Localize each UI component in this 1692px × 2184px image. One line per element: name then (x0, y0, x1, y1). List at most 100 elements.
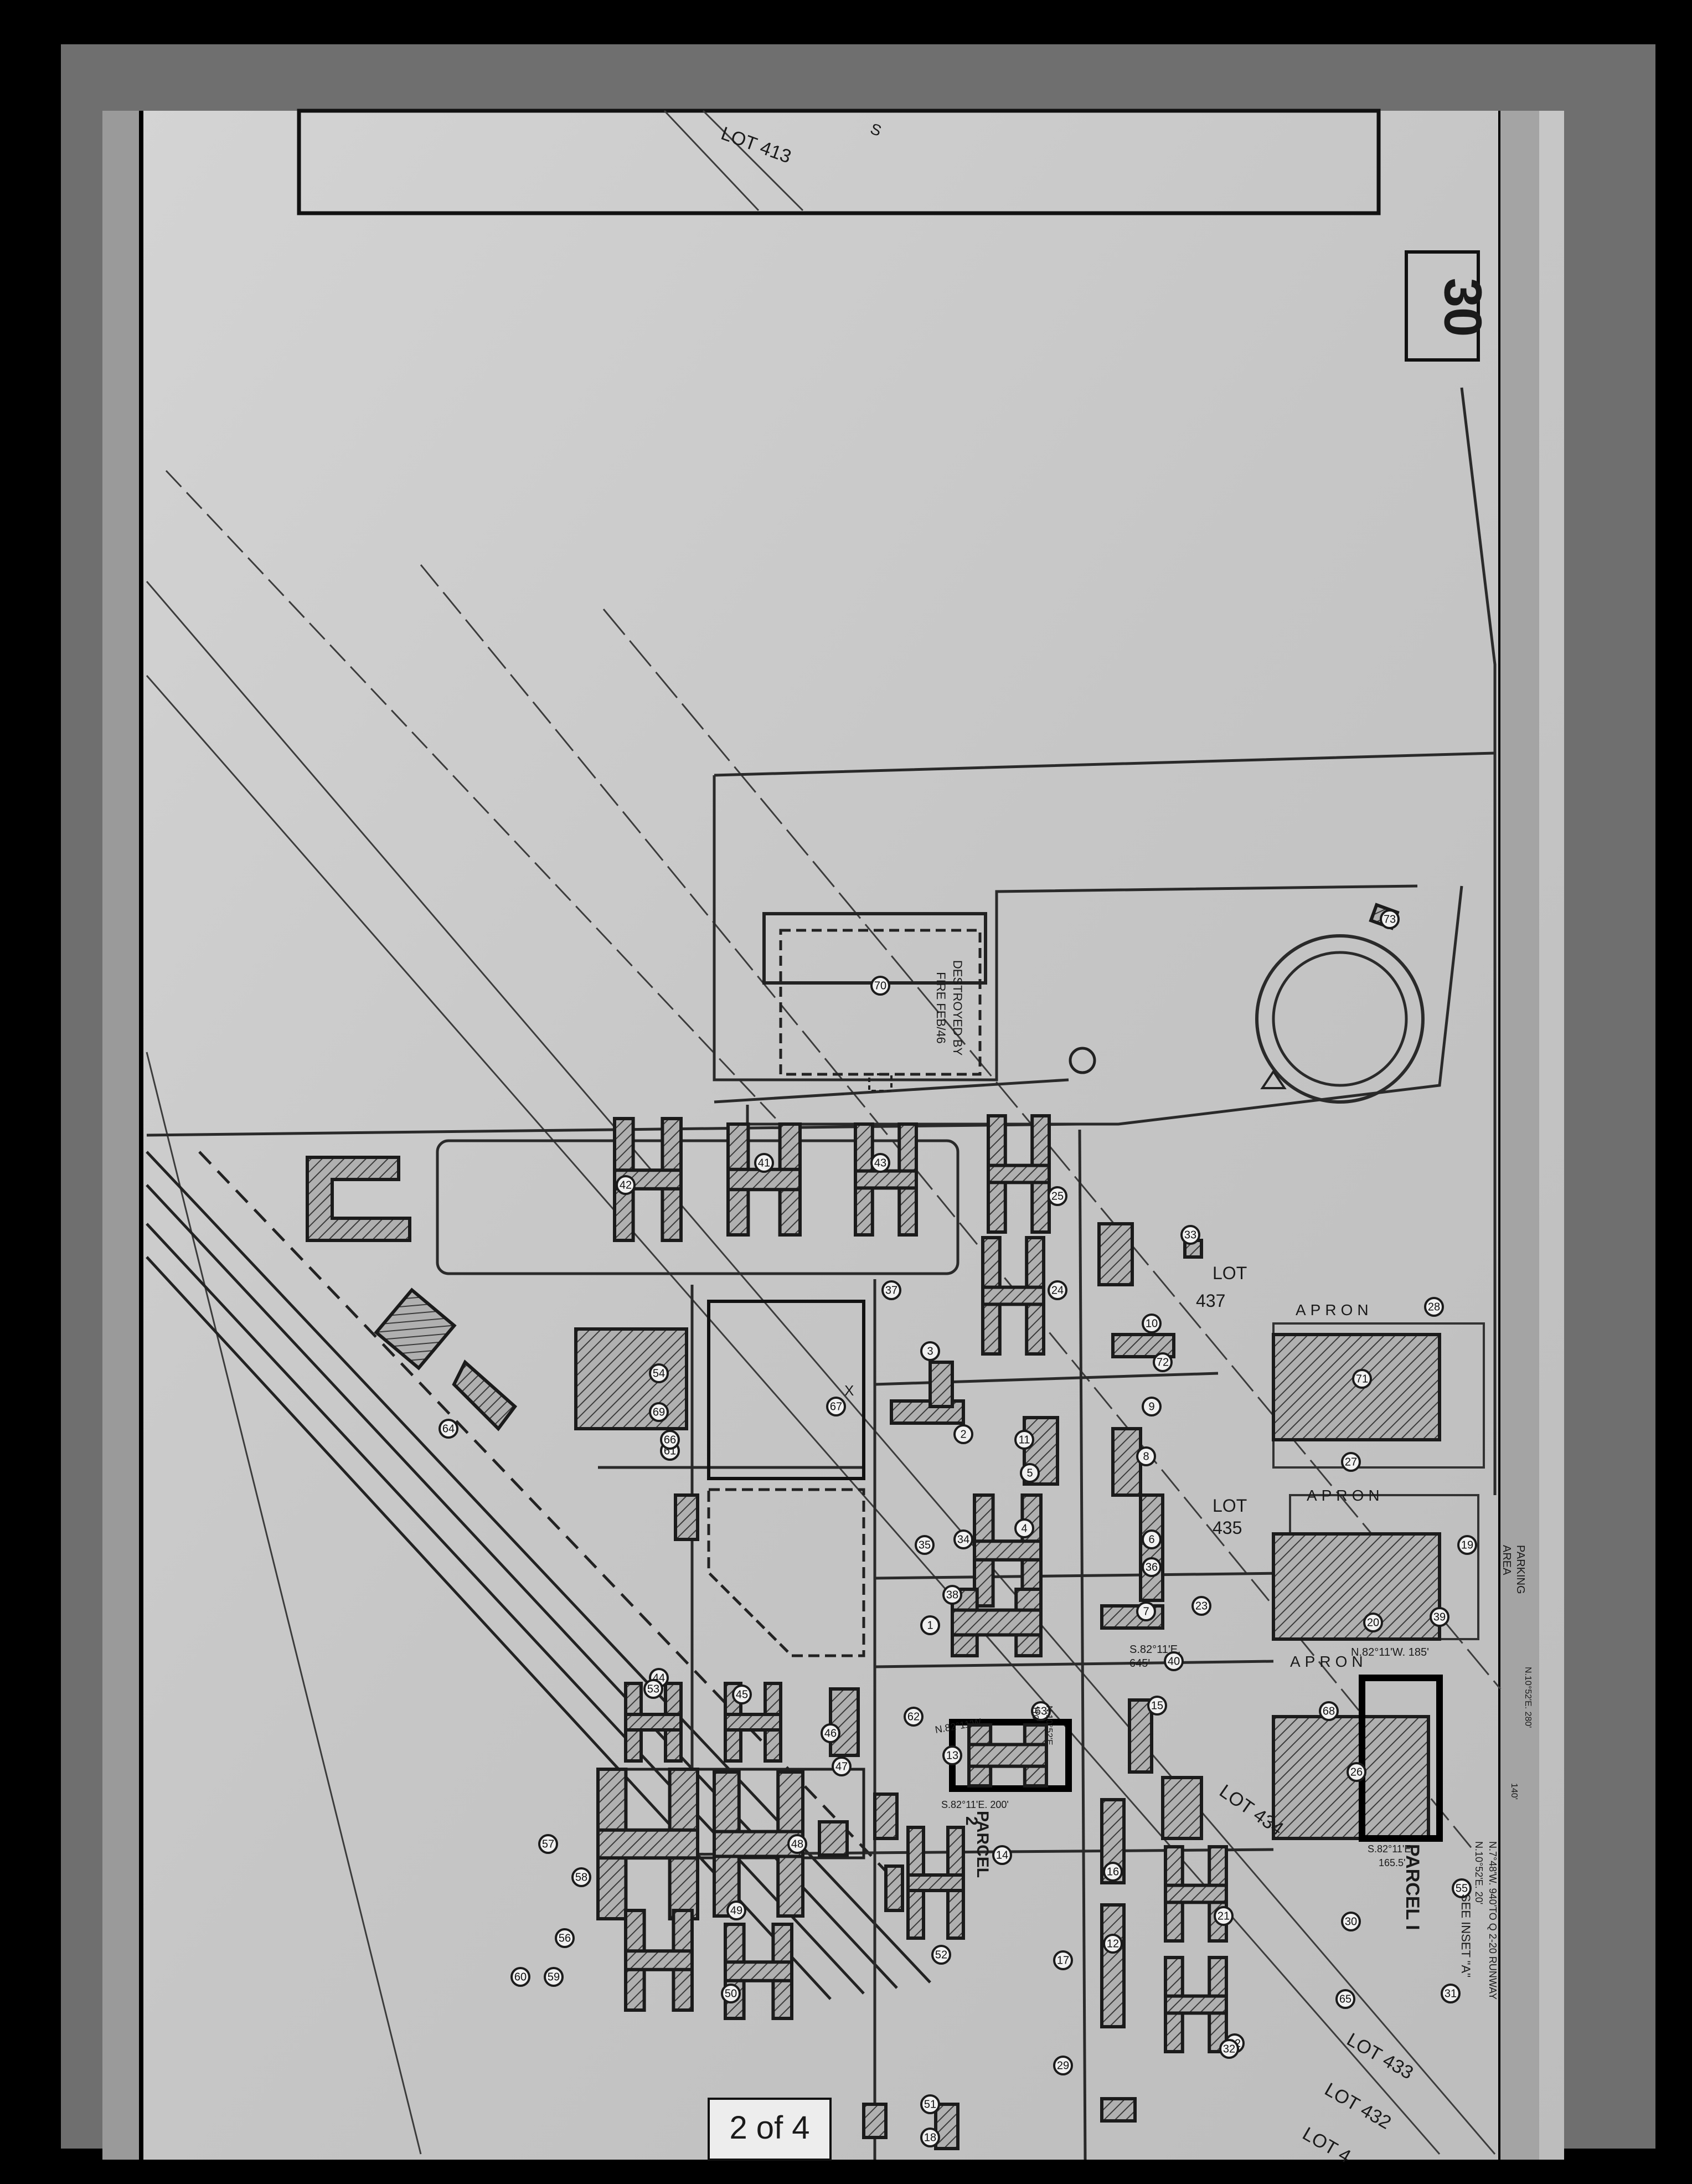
parcel-1-outline (1359, 1675, 1443, 1842)
turning-circle (1255, 934, 1425, 1104)
building-55 (306, 1156, 411, 1242)
barracks-building (951, 1588, 1043, 1657)
small-building (1100, 1903, 1126, 2028)
hangar-building-mid (1272, 1532, 1441, 1641)
page-marker: 2 of 4 (729, 2110, 809, 2146)
building-number-marker: 16 (1103, 1862, 1123, 1882)
building-number-marker: 13 (942, 1745, 962, 1765)
building-number-label: 47 (835, 1760, 848, 1773)
building-number-label: 8 (1143, 1450, 1149, 1462)
building-number-marker: 15 (1147, 1696, 1167, 1716)
building-number-marker: 8 (1136, 1446, 1156, 1466)
apron-label-low: APRON (1290, 1653, 1368, 1670)
building-number-label: 24 (1051, 1284, 1064, 1296)
building-number-label: 5 (1026, 1467, 1033, 1479)
building-number-marker: 47 (832, 1757, 852, 1776)
building-number-label: 49 (730, 1904, 742, 1917)
building-number-label: 11 (1019, 1434, 1030, 1446)
building-number-label: 45 (736, 1688, 748, 1701)
building-number-marker: 38 (942, 1585, 962, 1605)
building-number-marker: 30 (1341, 1912, 1361, 1931)
building-number-marker: 12 (1103, 1934, 1123, 1954)
building-number-label: 4 (1021, 1522, 1027, 1534)
building-number-marker: 19 (1457, 1535, 1477, 1555)
building-number-marker: 56 (555, 1928, 575, 1948)
building-number-marker: 62 (904, 1707, 924, 1727)
building-number-marker: 69 (649, 1402, 669, 1422)
lot-437-label-a: LOT (1213, 1263, 1247, 1283)
building-number-marker: 58 (571, 1867, 591, 1887)
building-number-label: 34 (957, 1533, 969, 1546)
bearing-6: S.82°11'E. (1368, 1843, 1414, 1855)
bearing-3: N.82°11'W. 185' (1351, 1646, 1429, 1658)
building-number-label: 55 (1456, 1882, 1468, 1894)
building-number-label: 59 (548, 1971, 560, 1983)
small-building (1161, 1776, 1203, 1840)
building-number-label: 72 (1157, 1356, 1169, 1368)
building-number-label: 58 (575, 1871, 587, 1883)
small-building (1097, 1222, 1134, 1286)
building-number-label: 42 (620, 1179, 632, 1191)
building-number-marker: 68 (1319, 1701, 1339, 1721)
barracks-building (713, 1770, 804, 1918)
building-number-label: 54 (653, 1367, 665, 1379)
field-block-south (707, 1488, 865, 1657)
small-building (829, 1687, 860, 1757)
building-number-marker: 31 (1441, 1984, 1461, 2003)
small-building (873, 1792, 899, 1840)
building-number-marker: 43 (870, 1153, 890, 1173)
building-number-marker: 25 (1048, 1186, 1067, 1206)
small-building (934, 2103, 960, 2150)
building-number-label: 2 (960, 1428, 966, 1440)
building-number-marker: 65 (1335, 1989, 1355, 2009)
building-number-marker: 54 (649, 1363, 669, 1383)
building-number-marker: 18 (920, 2128, 940, 2147)
building-number-label: 20 (1367, 1616, 1379, 1629)
building-number-label: 14 (996, 1849, 1008, 1861)
building-number-marker: 9 (1142, 1397, 1162, 1416)
building-number-label: 3 (927, 1345, 933, 1357)
building-number-label: 70 (874, 980, 886, 992)
building-number-marker: 59 (544, 1967, 564, 1987)
see-inset-note: SEE INSET "A" (1459, 1894, 1473, 1977)
bearing-9: N.10°52'E. 20' (1473, 1841, 1484, 1904)
building-number-marker: 70 (870, 976, 890, 996)
building-number-label: 25 (1051, 1190, 1064, 1202)
building-number-marker: 57 (538, 1834, 558, 1854)
building-number-label: 35 (919, 1539, 931, 1551)
building-number-label: 29 (1057, 2059, 1069, 2072)
building-number-label: 31 (1445, 1987, 1457, 2000)
building-number-label: 52 (935, 1949, 947, 1961)
building-number-label: 19 (1461, 1539, 1473, 1551)
building-number-label: 64 (442, 1423, 455, 1435)
hangar-building-top (1272, 1333, 1441, 1441)
building-number-label: 68 (1323, 1705, 1335, 1717)
building-number-label: 7 (1143, 1605, 1149, 1618)
building-number-label: 21 (1218, 1910, 1230, 1922)
building-number-marker: 14 (992, 1845, 1012, 1865)
barracks-building (973, 1493, 1043, 1608)
building-number-marker: 3 (920, 1341, 940, 1361)
sheet-number-box: 30 (1405, 250, 1493, 362)
building-number-label: 40 (1168, 1655, 1180, 1667)
small-building (818, 1820, 849, 1857)
building-number-marker: 20 (1363, 1613, 1383, 1632)
building-number-label: 10 (1146, 1317, 1158, 1330)
building-number-label: 73 (1384, 913, 1396, 925)
building-number-label: 66 (664, 1434, 676, 1446)
building-number-marker: 48 (787, 1834, 807, 1854)
building-number-marker: 34 (953, 1529, 973, 1549)
building-number-marker: 5 (1020, 1463, 1040, 1483)
bearing-1: S.82°11'E. (1129, 1644, 1181, 1656)
building-number-label: 39 (1433, 1611, 1446, 1623)
building-number-label: 41 (758, 1157, 770, 1169)
building-number-marker: 41 (754, 1153, 774, 1173)
lot-435-label-a: LOT (1213, 1496, 1247, 1516)
building-number-label: 16 (1107, 1866, 1119, 1878)
bearing-13: 140' (1509, 1783, 1519, 1800)
building-number-marker: 67 (826, 1397, 846, 1416)
building-number-marker: 50 (721, 1984, 741, 2003)
lot-413-boundary (297, 109, 1381, 215)
building-number-label: 28 (1428, 1301, 1440, 1313)
